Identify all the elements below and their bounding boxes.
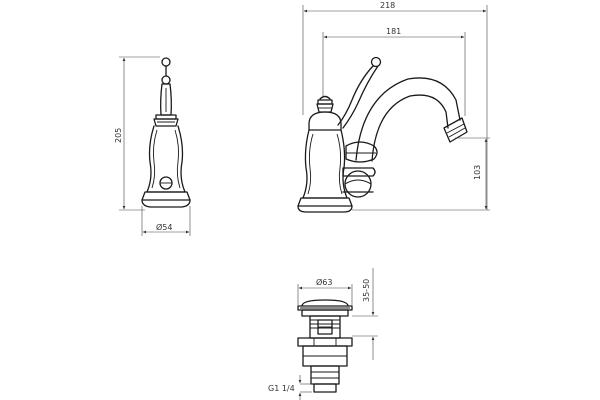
spout-reach-label: 181 — [386, 27, 401, 36]
spout-reach-dimension: 181 — [322, 27, 466, 116]
spout-height-label: 103 — [473, 165, 482, 180]
waste-range-dimension: 35-50 — [352, 268, 378, 360]
height-dimension: 205 — [114, 56, 160, 211]
front-view-tap — [141, 57, 191, 208]
waste-view — [297, 299, 353, 393]
waste-range-label: 35-50 — [362, 279, 371, 302]
overall-width-label: 218 — [380, 1, 395, 10]
waste-diameter-label: Ø63 — [316, 277, 332, 287]
base-diameter-dimension: Ø54 — [141, 206, 191, 236]
spout-height-dimension: 103 — [352, 137, 490, 211]
side-view-tap — [297, 56, 468, 213]
waste-diameter-dimension: Ø63 — [297, 277, 353, 305]
thread-label: G1 1/4 — [268, 384, 295, 393]
height-label: 205 — [114, 128, 123, 143]
thread-dimension: G1 1/4 — [268, 375, 312, 400]
base-diameter-label: Ø54 — [156, 222, 172, 232]
